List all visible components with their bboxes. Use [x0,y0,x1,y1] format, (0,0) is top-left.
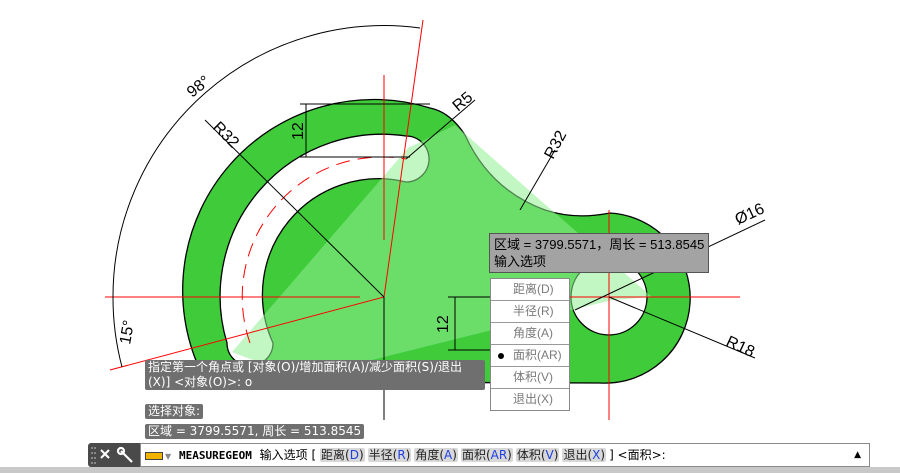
options-menu: 距离(D) 半径(R) 角度(A) 面积(AR) 体积(V) 退出(X) [490,278,570,411]
dim-r32-tangent: R32 [542,128,571,162]
option-angle[interactable]: 角度(A) [414,448,458,462]
history-line: 指定第一个角点或 [对象(O)/增加面积(A)/减少面积(S)/退出(X)] <… [145,360,485,390]
selected-bullet-icon [498,353,504,359]
chevron-down-icon[interactable]: ▼ [165,452,172,461]
status-strip [0,467,900,473]
command-name: MEASUREGEOM [178,449,252,462]
command-input[interactable]: ▼ MEASUREGEOM 输入选项 [ 距离(D)半径(R)角度(A)面积(A… [140,443,870,467]
history-line: 区域 = 3799.5571, 周长 = 513.8545 [145,424,365,439]
dim-r32-slot: R32 [209,119,242,152]
measure-tooltip: 区域 = 3799.5571，周长 = 513.8545 输入选项 [489,233,710,273]
grip-icon[interactable] [91,447,96,464]
option-distance[interactable]: 距离(D) [320,448,365,462]
command-suffix: ] <面积>: [609,448,666,462]
dim-slot-width: 12 [290,122,307,140]
history-toggle-icon[interactable]: ▲ [854,450,861,460]
option-volume[interactable]: 体积(V) [515,448,560,462]
command-bar: ▼ MEASUREGEOM 输入选项 [ 距离(D)半径(R)角度(A)面积(A… [88,443,872,467]
menu-label: 面积(AR) [513,348,562,362]
tooltip-prompt: 输入选项 [494,254,547,269]
command-prompt: 输入选项 [ [259,448,317,462]
option-area[interactable]: 面积(AR) [460,448,513,462]
menu-item-volume[interactable]: 体积(V) [491,367,569,389]
history-line: 选择对象: [145,404,204,419]
dimension-lines [112,25,766,420]
wrench-icon[interactable] [116,446,133,463]
dim-diameter-16: Ø16 [733,200,768,228]
menu-label: 距离(D) [513,282,554,296]
menu-item-radius[interactable]: 半径(R) [491,301,569,323]
dim-offset-12: 12 [435,315,452,333]
dim-r5: R5 [450,89,477,115]
ruler-icon[interactable] [145,451,163,460]
menu-item-distance[interactable]: 距离(D) [491,279,569,301]
menu-item-exit[interactable]: 退出(X) [491,389,569,410]
command-bar-handle[interactable] [88,443,140,467]
dim-angle-98: 98° [184,73,214,101]
menu-label: 退出(X) [513,392,553,406]
menu-item-angle[interactable]: 角度(A) [491,323,569,345]
option-radius[interactable]: 半径(R) [367,448,412,462]
menu-label: 半径(R) [513,304,554,318]
menu-label: 角度(A) [513,326,553,340]
menu-item-area[interactable]: 面积(AR) [491,345,569,367]
option-exit[interactable]: 退出(X) [562,448,607,462]
tooltip-area-perimeter: 区域 = 3799.5571，周长 = 513.8545 [494,237,705,252]
close-icon[interactable] [100,449,110,459]
menu-label: 体积(V) [513,370,553,384]
dim-angle-15: 15° [117,319,138,346]
